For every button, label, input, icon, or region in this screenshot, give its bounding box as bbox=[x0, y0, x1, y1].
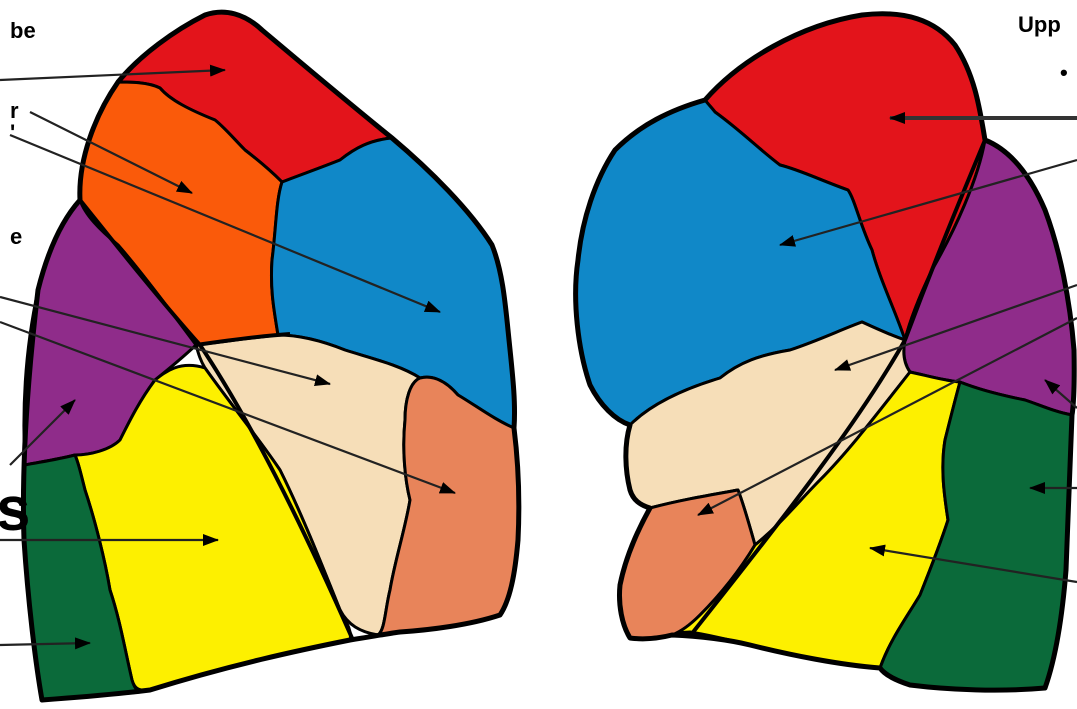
left-lung bbox=[23, 12, 519, 700]
label-left-mid: e bbox=[10, 224, 22, 249]
label-right-dot: • bbox=[1060, 60, 1068, 85]
label-top-left: be bbox=[10, 18, 36, 43]
label-left-big: s bbox=[0, 475, 30, 544]
right-lung bbox=[576, 14, 1075, 690]
label-left-3: ' bbox=[10, 120, 15, 145]
label-top-right: Upp bbox=[1018, 12, 1061, 37]
